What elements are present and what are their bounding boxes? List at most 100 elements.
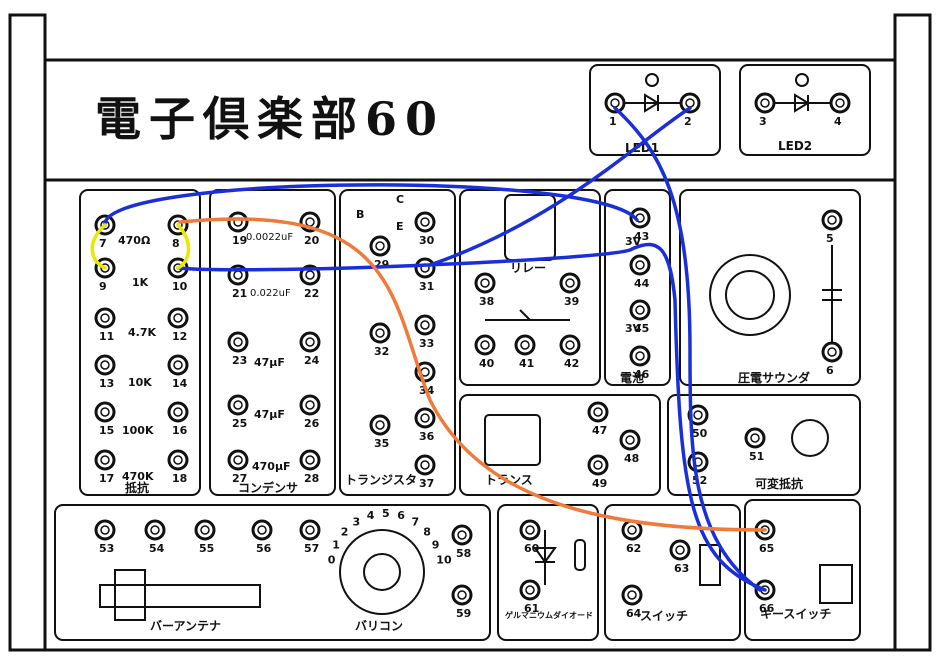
antenna-varicon-panel <box>54 504 491 641</box>
varicon-scale-tick: 8 <box>423 526 431 539</box>
terminal-number: 62 <box>626 542 641 555</box>
terminal-hole <box>305 525 315 535</box>
terminal-number: 22 <box>304 287 319 300</box>
transistor-label: トランジスタ <box>345 473 417 487</box>
varicon-knob[interactable] <box>363 553 401 591</box>
wire-blue-10-66 <box>176 242 767 592</box>
varicon-scale-tick: 3 <box>353 516 361 529</box>
varicon-scale-tick: 1 <box>332 539 340 552</box>
terminal-hole <box>420 460 430 470</box>
terminal-number: 1 <box>609 115 617 128</box>
terminal-hole <box>420 320 430 330</box>
key-switch-panel <box>744 499 861 641</box>
bar-antenna-rod <box>99 584 261 608</box>
terminal-hole <box>375 420 385 430</box>
terminal-hole <box>827 347 837 357</box>
terminal-hole <box>100 360 110 370</box>
terminal-hole <box>173 455 183 465</box>
key-switch-body[interactable] <box>819 564 853 604</box>
terminal-hole <box>565 278 575 288</box>
bar-antenna-coil <box>114 569 146 621</box>
terminal-number: 3 <box>759 115 767 128</box>
capacitor-value-2: 0.022uF <box>250 288 291 299</box>
varicon-dial[interactable] <box>339 529 425 615</box>
terminal-number: 58 <box>456 547 471 560</box>
terminal-number: 26 <box>304 417 320 430</box>
slide-switch-body[interactable] <box>699 544 721 586</box>
terminal-hole <box>827 215 837 225</box>
terminal-number: 33 <box>419 337 434 350</box>
variable-resistor-label: 可変抵抗 <box>755 476 803 491</box>
terminal-hole <box>635 260 645 270</box>
terminal-number: 60 <box>524 542 540 555</box>
terminal-number: 39 <box>564 295 579 308</box>
terminal-number: 27 <box>232 472 247 485</box>
terminal-number: 65 <box>759 542 774 555</box>
terminal-number: 48 <box>624 452 639 465</box>
terminal-hole <box>305 400 315 410</box>
varicon-scale-tick: 0 <box>328 553 336 566</box>
terminal-number: 32 <box>374 345 389 358</box>
battery-value-1: 3V <box>625 235 642 248</box>
terminal-number: 31 <box>419 280 434 293</box>
terminal-number: 45 <box>634 322 649 335</box>
relay-panel <box>459 189 601 386</box>
terminal-hole <box>480 278 490 288</box>
buzzer-label: 圧電サウンダ <box>738 370 810 385</box>
terminal-number: 42 <box>564 357 579 370</box>
terminal-hole <box>685 98 695 108</box>
wire-blue-2-31 <box>428 106 692 267</box>
varicon-scale-tick: 10 <box>436 553 452 566</box>
terminal-hole <box>480 340 490 350</box>
terminal-hole <box>457 590 467 600</box>
led2-panel <box>739 64 871 156</box>
terminal-hole <box>625 435 635 445</box>
terminal-number: 2 <box>684 115 692 128</box>
terminal-number: 56 <box>256 542 272 555</box>
wire-blue-7-43 <box>103 183 639 227</box>
terminal-number: 43 <box>634 230 649 243</box>
terminal-number: 36 <box>419 430 435 443</box>
capacitor-label: コンデンサ <box>238 480 298 495</box>
battery-value-2: 3V <box>625 322 642 335</box>
led1-symbol <box>625 93 690 113</box>
terminal-hole <box>305 270 315 280</box>
terminal-hole <box>233 270 243 280</box>
terminal-hole <box>100 455 110 465</box>
terminal-hole <box>610 98 620 108</box>
terminal-number: 21 <box>232 287 247 300</box>
bar-antenna-label: バーアンテナ <box>150 619 221 633</box>
capacitor-value-3: 47μF <box>254 356 285 369</box>
transistor-pin-c: C <box>396 193 404 206</box>
resistor-value-3: 4.7K <box>128 326 156 339</box>
transformer-body <box>484 414 541 466</box>
terminal-number: 59 <box>456 607 471 620</box>
battery-label: 電池 <box>620 370 644 385</box>
terminal-number: 61 <box>524 602 539 615</box>
terminal-number: 64 <box>626 607 642 620</box>
terminal-hole <box>420 413 430 423</box>
terminal-hole <box>627 525 637 535</box>
terminal-hole <box>593 460 603 470</box>
resistor-value-6: 470K <box>122 470 154 483</box>
terminal-hole <box>525 585 535 595</box>
transistor-pin-e: E <box>396 220 404 233</box>
terminal-hole <box>305 217 315 227</box>
terminal-hole <box>100 313 110 323</box>
terminal-number: 54 <box>149 542 165 555</box>
terminal-number: 20 <box>304 234 320 247</box>
germanium-diode-label: ゲルマニウムダイオード <box>505 610 593 620</box>
capacitor-value-1: 0.0022uF <box>246 232 293 243</box>
terminal-number: 18 <box>172 472 187 485</box>
terminal-hole <box>635 305 645 315</box>
capacitor-panel <box>209 189 336 496</box>
variable-resistor-knob[interactable] <box>791 419 829 457</box>
terminal-hole <box>305 455 315 465</box>
terminal-number: 38 <box>479 295 494 308</box>
resistor-value-5: 100K <box>122 424 154 437</box>
terminal-number: 13 <box>99 377 114 390</box>
terminal-number: 41 <box>519 357 534 370</box>
terminal-hole <box>200 525 210 535</box>
terminal-number: 46 <box>634 368 650 381</box>
